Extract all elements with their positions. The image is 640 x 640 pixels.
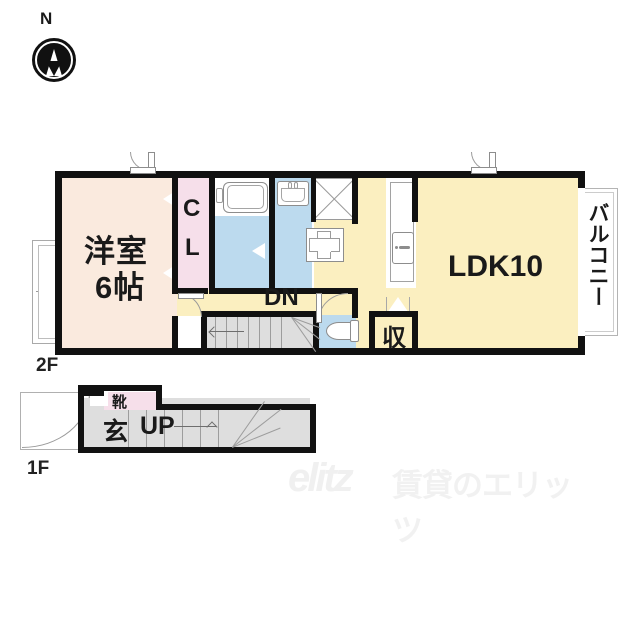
wall-bedroom-right-lower [172,316,178,348]
watermark: elitz 賃貸のエリッツ [288,448,588,548]
kitchen-sink-tap [399,246,410,249]
washbasin-bowl [281,188,305,202]
bathtub-inner [227,185,264,209]
room-closet [177,178,209,290]
toilet-icon [326,322,352,340]
wall-ldk-left-lower [352,288,358,318]
bath-door-chevron [252,243,265,259]
storage-roof-icon [387,297,409,313]
wall-stairs-top [201,311,316,317]
wall-1f-right [310,404,316,453]
label-bedroom-line2: 6帖 [95,270,146,305]
floor-tag-1f: 1F [27,458,50,479]
down-arrow-icon [210,331,244,333]
wall-1f-top-left [78,390,104,396]
wall-washroom-right [311,178,316,222]
label-balcony: バルコニー [586,202,609,307]
watermark-text: 賃貸のエリッツ [392,468,573,548]
wall-bedroom-right [172,178,178,290]
label-bedroom-line1: 洋室 [84,234,148,269]
wall-bedroom-door-header [172,288,208,294]
label-shoebox: 靴 [112,394,128,411]
room-balcony-inner [582,192,614,332]
label-ldk: LDK10 [448,250,544,283]
ldk-door-threshold [471,167,497,174]
bathtub-faucet [216,188,223,203]
room-shoebox [104,392,161,410]
wall-wetzone-bottom [209,288,356,294]
compass-needle-shadow [46,61,62,76]
wall-exterior-left [55,171,62,355]
wall-exterior-top [55,171,585,178]
storage-roof-outline [386,297,410,314]
washbasin-tap-right [294,182,298,189]
compass-rose: N [18,10,88,90]
wall-storage-right [412,311,418,348]
wall-toilet-left [313,311,319,348]
label-entrance: 玄 [103,418,129,446]
label-stairs-up: UP [140,412,175,440]
wall-1f-top-right [156,404,316,410]
wall-closet-right [209,178,215,291]
room-bedroom-lower [62,300,177,348]
balcony-door-opening [578,188,585,336]
wall-1f-shoebox-right [156,385,162,410]
washbasin-tap-left [288,182,292,189]
bedroom-hall-door-leaf [178,293,204,299]
hall-ldk-door-leaf [316,293,322,323]
label-hall-dn: DN [264,284,299,311]
up-arrow-icon [174,426,216,428]
wall-toilet-right [369,311,375,348]
wall-ldk-left-upper [352,178,358,224]
label-closet-line1: C [183,195,201,222]
toilet-tank [350,320,359,342]
wall-1f-left [78,385,84,453]
wall-1f-bottom [78,447,316,453]
wall-exterior-bottom [55,348,585,355]
wall-kitchen-partition [412,178,418,222]
north-arrow-icon [32,38,76,82]
washer-pan-center [318,239,331,252]
watermark-brand: elitz [288,456,354,500]
kitchen-sink-drain [395,246,398,249]
compass-north-label: N [40,9,53,28]
compass-needle [46,49,62,76]
floor-tag-2f: 2F [36,355,59,376]
wall-bath-washroom [269,178,275,291]
label-closet-line2: L [185,234,200,261]
bedroom-door-threshold [130,167,156,174]
wall-1f-top-shoebox [78,385,161,391]
wall-stairs-left [201,311,207,348]
wall-storage-top [375,311,417,317]
label-storage: 収 [382,325,406,352]
